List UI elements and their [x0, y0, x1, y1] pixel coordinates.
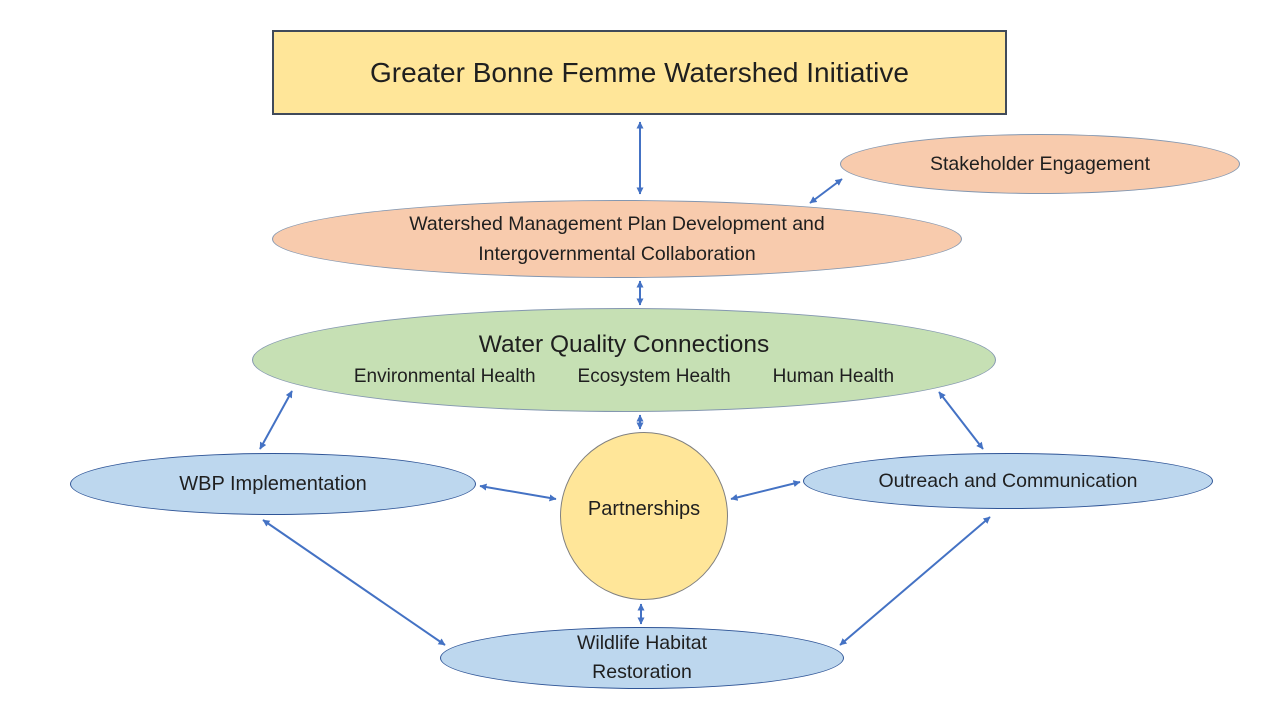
initiative-label: Greater Bonne Femme Watershed Initiative: [370, 57, 909, 88]
wmp-label-line2: Intergovernmental Collaboration: [478, 243, 756, 265]
connector-wmp-stakeholder: [809, 178, 843, 204]
wqc-environmental-health: Environmental Health: [353, 365, 536, 387]
connector-wqc-wbp: [259, 390, 293, 450]
connector-wbp-partnerships: [479, 483, 557, 502]
connector-wbp-wildlife: [262, 519, 446, 646]
node-wildlife-habitat-restoration: Wildlife Habitat Restoration: [440, 627, 844, 689]
wqc-human-health: Human Health: [772, 365, 895, 387]
wmp-label-line1: Watershed Management Plan Development an…: [409, 213, 825, 235]
stakeholder-label: Stakeholder Engagement: [929, 152, 1151, 175]
connector-wqc-outreach: [938, 391, 984, 450]
node-watershed-management-plan: Watershed Management Plan Development an…: [272, 200, 962, 278]
connector-partnerships-outreach: [730, 480, 801, 501]
wildlife-label-line1: Wildlife Habitat: [576, 632, 708, 654]
wbp-label: WBP Implementation: [179, 472, 367, 495]
node-wbp-implementation: WBP Implementation: [70, 453, 476, 515]
connector-outreach-wildlife: [839, 516, 991, 646]
wqc-title: Water Quality Connections: [478, 330, 770, 358]
node-stakeholder-engagement: Stakeholder Engagement: [840, 134, 1240, 194]
wqc-ecosystem-health: Ecosystem Health: [577, 365, 731, 387]
wildlife-label-line2: Restoration: [592, 661, 692, 683]
node-initiative-title: Greater Bonne Femme Watershed Initiative: [272, 30, 1007, 115]
outreach-label: Outreach and Communication: [878, 469, 1138, 492]
partnerships-label: Partnerships: [587, 497, 701, 520]
node-partnerships: Partnerships: [560, 432, 728, 600]
node-water-quality-connections: Water Quality Connections Environmental …: [252, 308, 996, 412]
node-outreach-communication: Outreach and Communication: [803, 453, 1213, 509]
wqc-sub-items: Environmental Health Ecosystem Health Hu…: [354, 363, 894, 391]
